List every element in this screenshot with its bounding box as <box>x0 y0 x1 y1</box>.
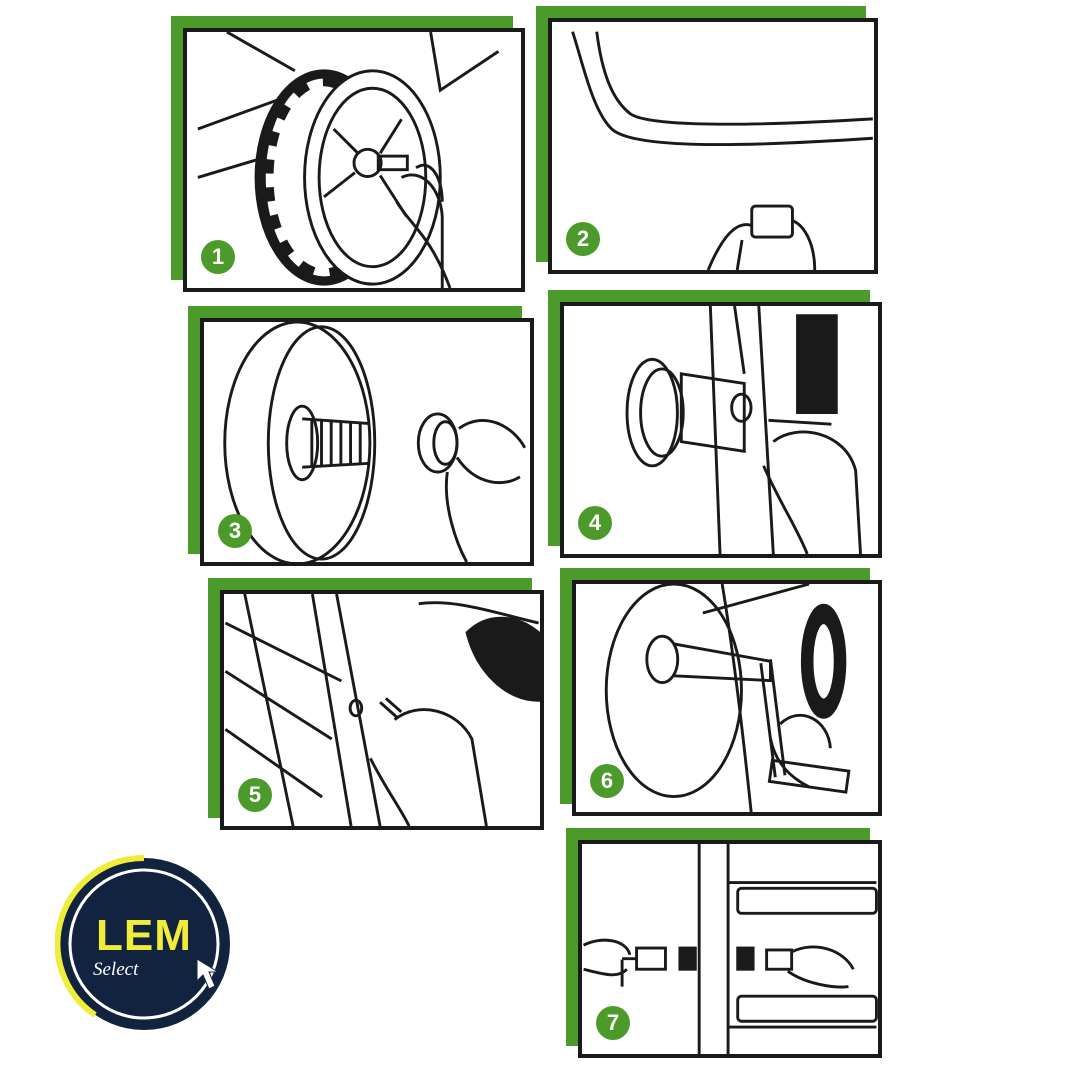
panel-frame: 7 <box>578 840 882 1058</box>
step-number-badge: 2 <box>566 222 600 256</box>
logo-wordmark: LEM <box>96 911 192 960</box>
panel-frame: 5 <box>220 590 544 830</box>
frame-clip-icon <box>571 31 873 270</box>
step-panel-5: 5 <box>208 578 544 830</box>
step-number-badge: 3 <box>218 514 252 548</box>
step-panel-4: 4 <box>548 290 882 558</box>
panel-frame: 2 <box>548 18 878 274</box>
panel-frame: 1 <box>183 28 525 292</box>
lem-select-logo: LEM Select <box>54 854 233 1033</box>
wrench-tighten-icon <box>604 584 851 812</box>
step-panel-6: 6 <box>560 568 882 816</box>
logo-subtitle: Select <box>93 959 139 980</box>
step-number-badge: 7 <box>596 1006 630 1040</box>
frame-screw-icon <box>224 594 540 826</box>
hub-pin-icon <box>625 306 862 554</box>
wheel-bolt-icon <box>197 32 500 288</box>
step-panel-7: 7 <box>566 828 882 1058</box>
step-number-badge: 5 <box>238 778 272 812</box>
step-panel-2: 2 <box>536 6 878 274</box>
step-number-badge: 1 <box>201 240 235 274</box>
logo-ring-icon <box>54 854 230 1030</box>
step-panel-1: 1 <box>171 16 525 292</box>
wheel-hub-nut-icon <box>223 322 527 562</box>
hose-connector-icon <box>582 844 878 1054</box>
step-panel-3: 3 <box>188 306 534 566</box>
panel-frame: 6 <box>572 580 882 816</box>
step-number-badge: 4 <box>578 506 612 540</box>
panel-frame: 3 <box>200 318 534 566</box>
panel-frame: 4 <box>560 302 882 558</box>
step-number-badge: 6 <box>590 764 624 798</box>
